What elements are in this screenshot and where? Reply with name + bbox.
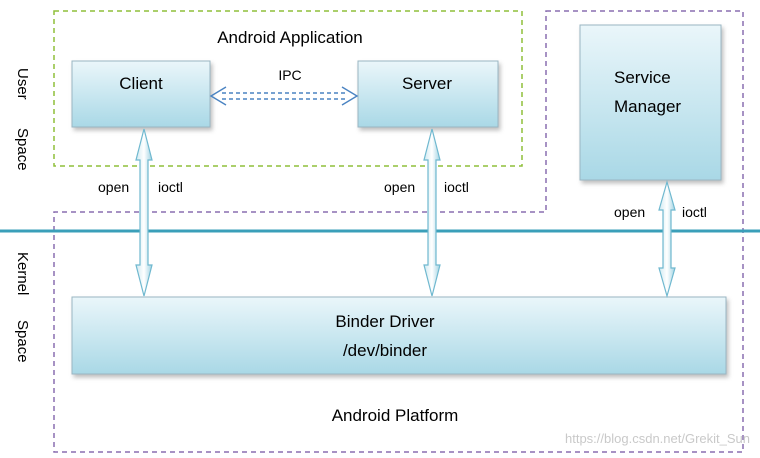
client-label: Client <box>119 74 163 93</box>
user-space-label-line2: Space <box>14 128 31 171</box>
binder-driver-box: Binder Driver /dev/binder <box>71 296 727 375</box>
client-box: Client <box>71 60 211 128</box>
user-space-label-line1: User <box>14 68 31 100</box>
android-platform-region <box>53 10 744 453</box>
service-manager-box: Service Manager <box>579 24 722 181</box>
server-box: Server <box>357 60 499 128</box>
server-ioctl-label: ioctl <box>444 179 469 195</box>
ipc-arrow <box>209 86 359 106</box>
android-platform-title: Android Platform <box>332 406 459 425</box>
client-ioctl-label: ioctl <box>158 179 183 195</box>
server-binder-arrow <box>423 128 441 297</box>
android-application-region <box>53 10 523 167</box>
client-binder-arrow <box>135 128 153 297</box>
service-manager-label-line1: Service <box>614 68 671 87</box>
service-manager-open-label: open <box>614 204 645 220</box>
server-label: Server <box>402 74 452 93</box>
kernel-space-label-line1: Kernel <box>14 252 31 295</box>
client-open-label: open <box>98 179 129 195</box>
android-application-title: Android Application <box>217 28 363 47</box>
binder-driver-label-line1: Binder Driver <box>335 312 435 331</box>
watermark-text: https://blog.csdn.net/Grekit_Sun <box>565 431 750 446</box>
service-manager-label-line2: Manager <box>614 97 681 116</box>
server-open-label: open <box>384 179 415 195</box>
service-manager-binder-arrow <box>658 179 676 299</box>
binder-driver-label-line2: /dev/binder <box>343 341 427 360</box>
kernel-space-label-line2: Space <box>14 320 31 363</box>
service-manager-ioctl-label: ioctl <box>682 204 707 220</box>
ipc-label: IPC <box>278 67 301 83</box>
